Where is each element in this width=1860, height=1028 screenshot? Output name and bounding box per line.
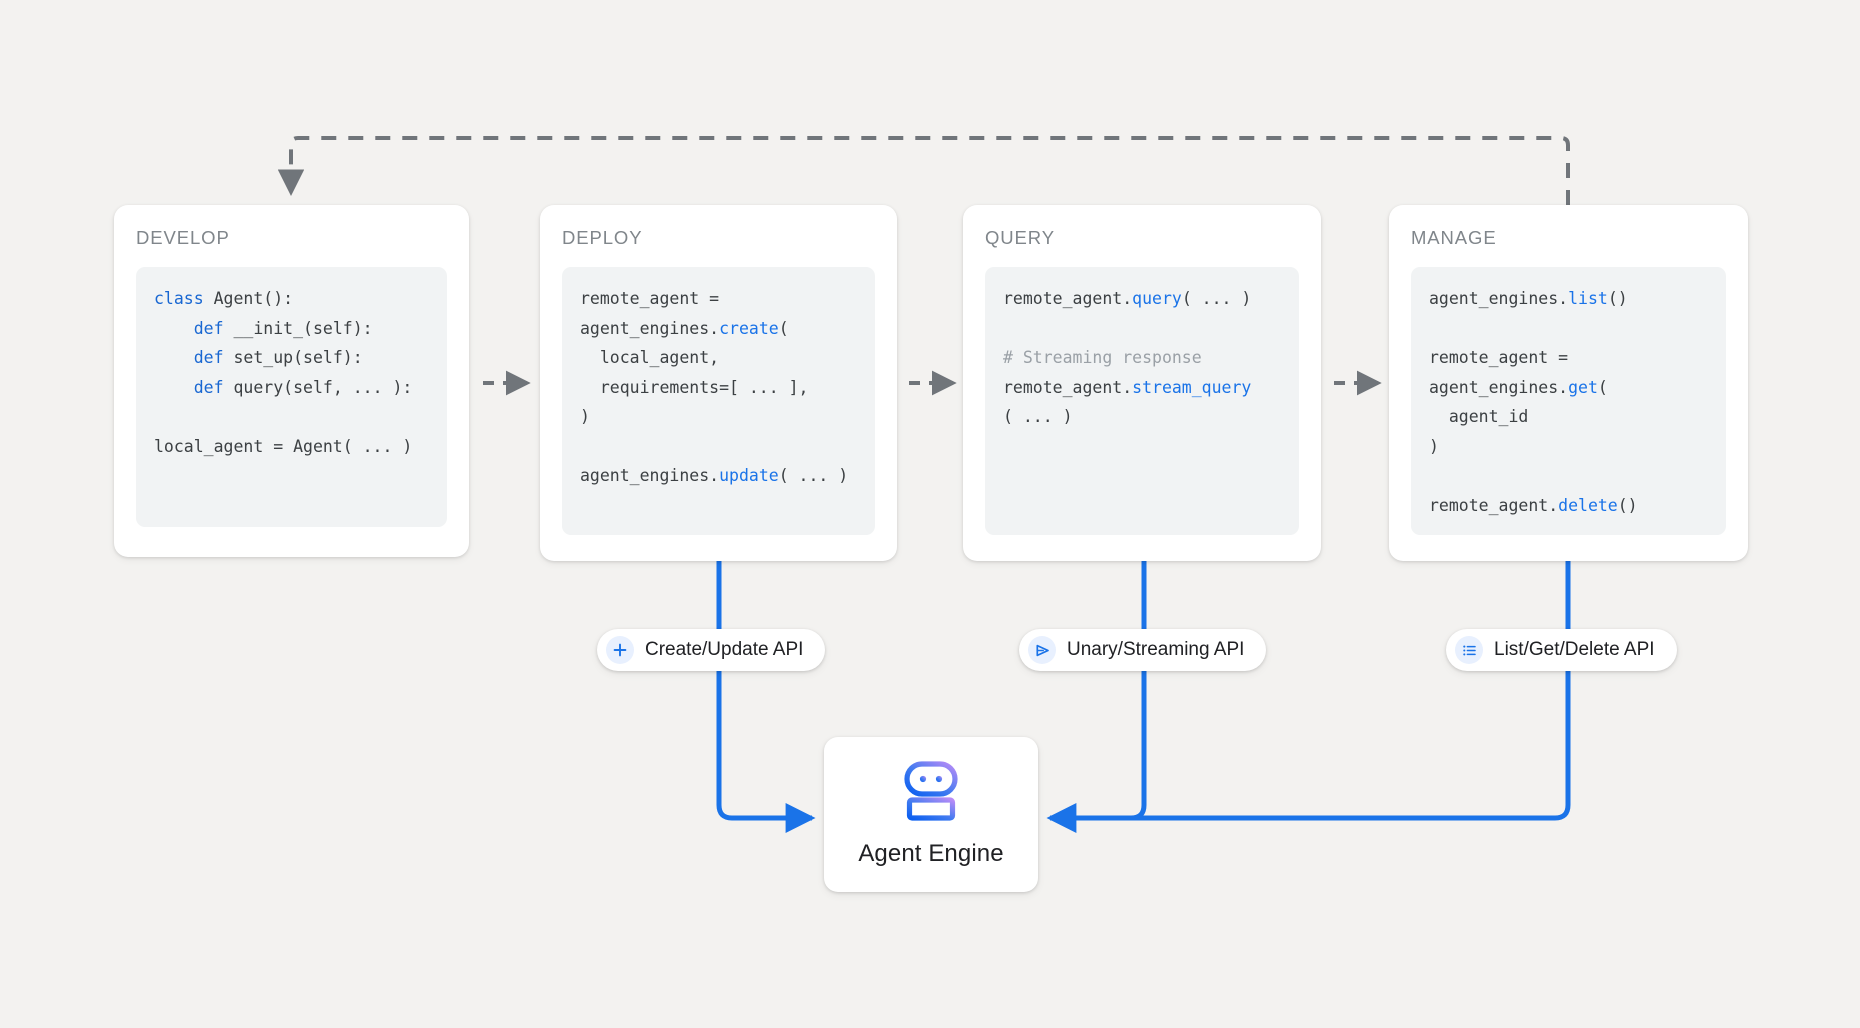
code-block-develop: class Agent(): def __init_(self): def se… bbox=[136, 267, 447, 527]
api-pill-label: Unary/Streaming API bbox=[1067, 639, 1245, 660]
agent-engine-label: Agent Engine bbox=[858, 840, 1004, 867]
robot-icon bbox=[900, 761, 962, 826]
stage-card-query: QUERY remote_agent.query( ... ) # Stream… bbox=[963, 205, 1321, 561]
api-pill-list-get-delete[interactable]: List/Get/Delete API bbox=[1446, 629, 1677, 671]
code-block-query: remote_agent.query( ... ) # Streaming re… bbox=[985, 267, 1299, 535]
stage-title-query: QUERY bbox=[985, 227, 1055, 248]
agent-engine-node[interactable]: Agent Engine bbox=[824, 737, 1038, 892]
stage-card-deploy: DEPLOY remote_agent = agent_engines.crea… bbox=[540, 205, 897, 561]
code-block-deploy: remote_agent = agent_engines.create( loc… bbox=[562, 267, 875, 535]
api-pill-label: Create/Update API bbox=[645, 639, 804, 660]
list-icon bbox=[1455, 636, 1483, 664]
stage-title-develop: DEVELOP bbox=[136, 227, 230, 248]
deploy-to-agent-engine-connector bbox=[716, 561, 816, 833]
send-icon bbox=[1028, 636, 1056, 664]
feedback-loop-connector bbox=[277, 136, 1570, 205]
stage-card-manage: MANAGE agent_engines.list() remote_agent… bbox=[1389, 205, 1748, 561]
api-pill-create-update[interactable]: Create/Update API bbox=[597, 629, 826, 671]
plus-icon bbox=[606, 636, 634, 664]
stage-card-develop: DEVELOP class Agent(): def __init_(self)… bbox=[114, 205, 469, 557]
stage-title-deploy: DEPLOY bbox=[562, 227, 643, 248]
stage-title-manage: MANAGE bbox=[1411, 227, 1497, 248]
code-block-manage: agent_engines.list() remote_agent = agen… bbox=[1411, 267, 1726, 535]
api-pill-label: List/Get/Delete API bbox=[1494, 639, 1655, 660]
manage-to-agent-engine-connector bbox=[1050, 561, 1571, 821]
api-pill-unary-streaming[interactable]: Unary/Streaming API bbox=[1019, 629, 1267, 671]
query-to-agent-engine-connector bbox=[1046, 561, 1147, 833]
